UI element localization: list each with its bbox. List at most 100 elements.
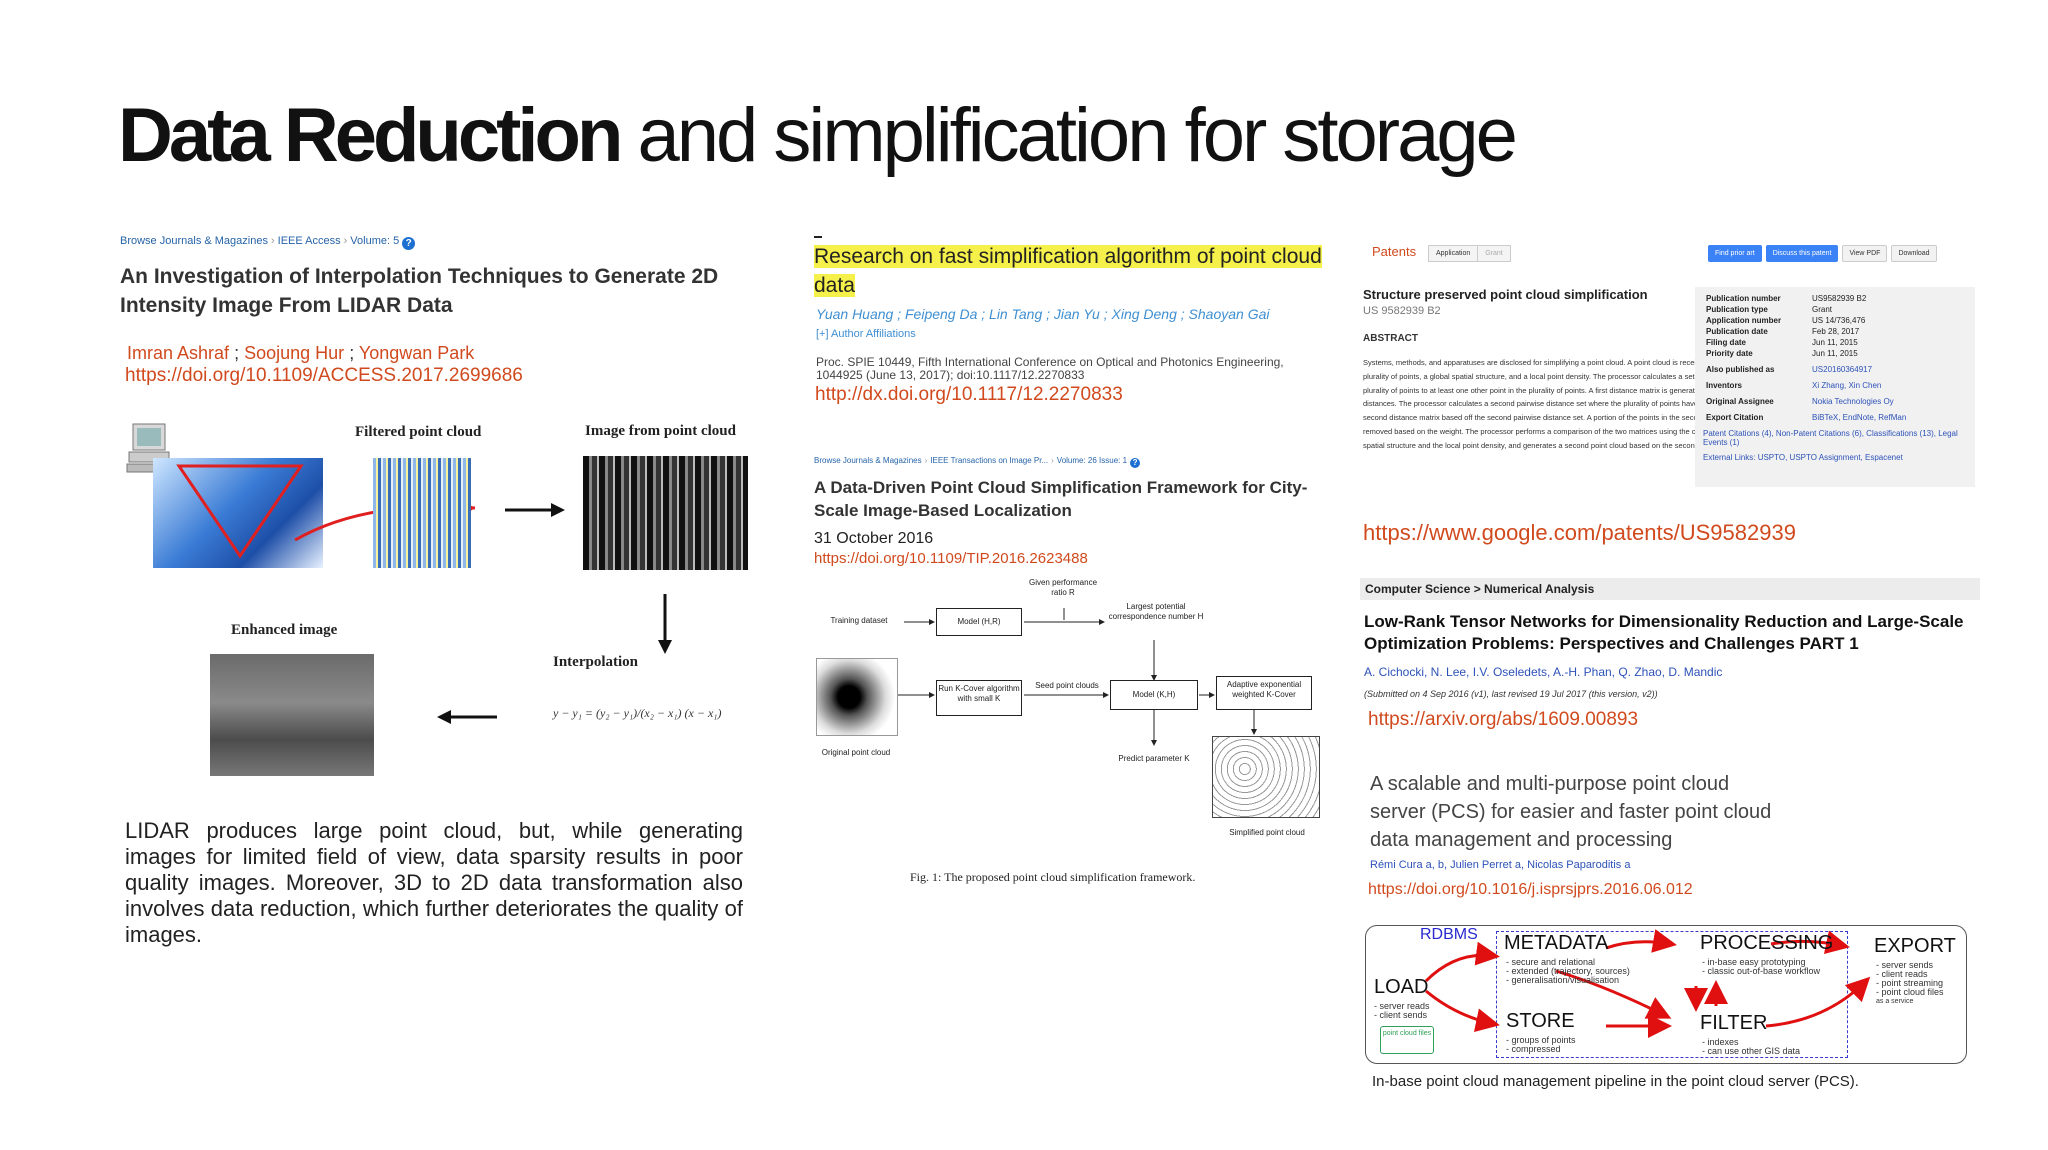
filter-sub-1: - indexes <box>1702 1037 1739 1047</box>
paper5-caption: In-base point cloud management pipeline … <box>1372 1073 1859 1090</box>
export-sub-1: - server sends <box>1876 960 1934 970</box>
paper3-doi-link[interactable]: https://doi.org/10.1109/TIP.2016.2623488 <box>814 550 1088 567</box>
filter-label: FILTER <box>1700 1012 1768 1034</box>
arrow-right-icon <box>505 503 565 517</box>
metadata-sub-3: - generalisation/visualisation <box>1506 975 1620 985</box>
export-label: EXPORT <box>1874 935 1956 957</box>
paper5-title: A scalable and multi-purpose point cloud… <box>1370 773 1772 851</box>
enhanced-image-label: Enhanced image <box>231 622 338 638</box>
author-link[interactable]: Soojung Hur <box>244 343 345 363</box>
adaptive-kcover-node: Adaptive exponential weighted K-Cover <box>1216 676 1312 710</box>
load-label: LOAD <box>1374 976 1429 998</box>
paper2-doi-link[interactable]: http://dx.doi.org/10.1117/12.2270833 <box>815 384 1123 405</box>
slide-title-light: and simplification for storage <box>637 93 1518 178</box>
paper3-breadcrumb: Browse Journals & Magazines›IEEE Transac… <box>814 456 1141 468</box>
breadcrumb-link[interactable]: Volume: 5 <box>350 235 400 247</box>
patent-abstract: Systems, methods, and apparatuses are di… <box>1363 358 1802 450</box>
processing-label: PROCESSING <box>1700 932 1834 954</box>
breadcrumb-link[interactable]: IEEE Access <box>277 235 341 247</box>
export-sub-3: - point streaming <box>1876 978 1944 988</box>
image-from-point-cloud-label: Image from point cloud <box>585 423 736 439</box>
paper3-date: 31 October 2016 <box>814 530 934 547</box>
paper1-authors: Imran Ashraf ; Soojung Hur ; Yongwan Par… <box>127 343 475 363</box>
arrow-down-icon <box>658 594 672 654</box>
tab-grant[interactable]: Grant <box>1477 245 1511 262</box>
largest-correspondence-label: Largest potential correspondence number … <box>1108 602 1204 621</box>
store-sub-1: - groups of points <box>1506 1035 1576 1045</box>
computer-icon <box>126 423 170 473</box>
view-pdf-button[interactable]: View PDF <box>1842 245 1888 262</box>
abstract-heading: ABSTRACT <box>1363 333 1418 344</box>
paper1-figure: Filtered point cloud Image from point cl… <box>125 420 755 780</box>
paper4-submitted: (Submitted on 4 Sep 2016 (v1), last revi… <box>1364 689 1658 699</box>
find-prior-art-button[interactable]: Find prior art <box>1708 245 1762 262</box>
pcs-pipeline-diagram: RDBMS METADATA - secure and relational -… <box>1365 925 1967 1064</box>
patents-brand[interactable]: Patents <box>1372 244 1417 259</box>
metadata-sub-2: - extended (trajectory, sources) <box>1506 966 1630 976</box>
seed-point-clouds-label: Seed point clouds <box>1035 681 1099 690</box>
paper5-authors[interactable]: Rémi Cura a, b, Julien Perret a, Nicolas… <box>1370 859 1631 871</box>
original-point-cloud-label: Original point cloud <box>821 748 891 757</box>
breadcrumb-link[interactable]: Browse Journals & Magazines <box>814 456 922 465</box>
pipeline-arrows <box>1424 929 1871 1038</box>
point-cloud-files-icon: point cloud files <box>1380 1026 1434 1054</box>
patent-url-link[interactable]: https://www.google.com/patents/US9582939 <box>1363 520 1796 545</box>
author-link[interactable]: Yongwan Park <box>358 343 475 363</box>
predict-k-label: Predict parameter K <box>1118 754 1190 763</box>
given-ratio-label: Given performance ratio R <box>1028 578 1098 597</box>
paper4-authors[interactable]: A. Cichocki, N. Lee, I.V. Oseledets, A.-… <box>1364 665 1723 679</box>
patent-external-links[interactable]: External Links: USPTO, USPTO Assignment,… <box>1703 453 1903 462</box>
processing-sub-1: - in-base easy prototyping <box>1702 957 1806 967</box>
export-sub-4: - point cloud files <box>1876 987 1944 997</box>
author-link[interactable]: Imran Ashraf <box>127 343 230 363</box>
depth-image <box>583 456 748 570</box>
download-button[interactable]: Download <box>1891 245 1937 262</box>
load-sub-1: - server reads <box>1374 1001 1430 1011</box>
store-sub-2: - compressed <box>1506 1044 1561 1054</box>
help-icon[interactable]: ? <box>1130 458 1141 468</box>
patent-citations[interactable]: Patent Citations (4), Non-Patent Citatio… <box>1703 429 1958 447</box>
export-sub-2: - client reads <box>1876 969 1928 979</box>
diagram-arrows <box>896 608 1257 746</box>
slide-title-bold: Data Reduction <box>118 93 623 178</box>
paper4-url-link[interactable]: https://arxiv.org/abs/1609.00893 <box>1368 709 1639 730</box>
filtered-point-cloud-image <box>373 458 471 568</box>
processing-sub-2: - classic out-of-base workflow <box>1702 966 1821 976</box>
breadcrumb-link[interactable]: IEEE Transactions on Image Pr... <box>930 456 1049 465</box>
interpolation-label: Interpolation <box>553 654 639 670</box>
paper2-affiliations-toggle[interactable]: [+] Author Affiliations <box>816 328 916 340</box>
filtered-point-cloud-label: Filtered point cloud <box>355 424 482 440</box>
simplified-point-cloud-label: Simplified point cloud <box>1229 828 1305 837</box>
filter-sub-2: - can use other GIS data <box>1702 1046 1801 1056</box>
arrow-left-icon <box>437 710 497 724</box>
rdbms-label: RDBMS <box>1420 926 1478 943</box>
simplified-point-cloud-image <box>1212 736 1320 818</box>
paper1-doi-link[interactable]: https://doi.org/10.1109/ACCESS.2017.2699… <box>125 365 523 386</box>
discuss-patent-button[interactable]: Discuss this patent <box>1765 245 1839 262</box>
paper1-breadcrumb: Browse Journals & Magazines›IEEE Access›… <box>120 235 416 250</box>
original-point-cloud-image <box>816 658 898 736</box>
arxiv-category-bar: Computer Science > Numerical Analysis <box>1360 578 1980 600</box>
load-sub-2: - client sends <box>1374 1010 1428 1020</box>
paper2-title: Research on fast simplification algorith… <box>814 245 1322 297</box>
paper2-authors[interactable]: Yuan Huang ; Feipeng Da ; Lin Tang ; Jia… <box>816 306 1270 322</box>
model-kh-node: Model (K,H) <box>1110 680 1198 710</box>
paper5-doi-link[interactable]: https://doi.org/10.1016/j.isprsjprs.2016… <box>1368 881 1693 898</box>
field-of-view-triangle <box>176 464 304 559</box>
metadata-label: METADATA <box>1504 932 1609 954</box>
help-icon[interactable]: ? <box>402 237 416 250</box>
paper3-diagram: Training dataset Model (H,R) Given perfo… <box>814 578 1334 860</box>
store-label: STORE <box>1506 1010 1575 1032</box>
breadcrumb-link[interactable]: Browse Journals & Magazines <box>120 235 268 247</box>
paper3-caption: Fig. 1: The proposed point cloud simplif… <box>910 870 1196 884</box>
patent-title: Structure preserved point cloud simplifi… <box>1363 287 1648 302</box>
tab-application[interactable]: Application <box>1428 245 1479 262</box>
paper3-title: A Data-Driven Point Cloud Simplification… <box>814 478 1308 520</box>
paper1-title: An Investigation of Interpolation Techni… <box>120 265 719 317</box>
breadcrumb-link[interactable]: Volume: 26 Issue: 1 <box>1056 456 1128 465</box>
run-kcover-node: Run K-Cover algorithm with small K <box>936 680 1022 716</box>
paper4-title: Low-Rank Tensor Networks for Dimensional… <box>1364 612 1964 653</box>
